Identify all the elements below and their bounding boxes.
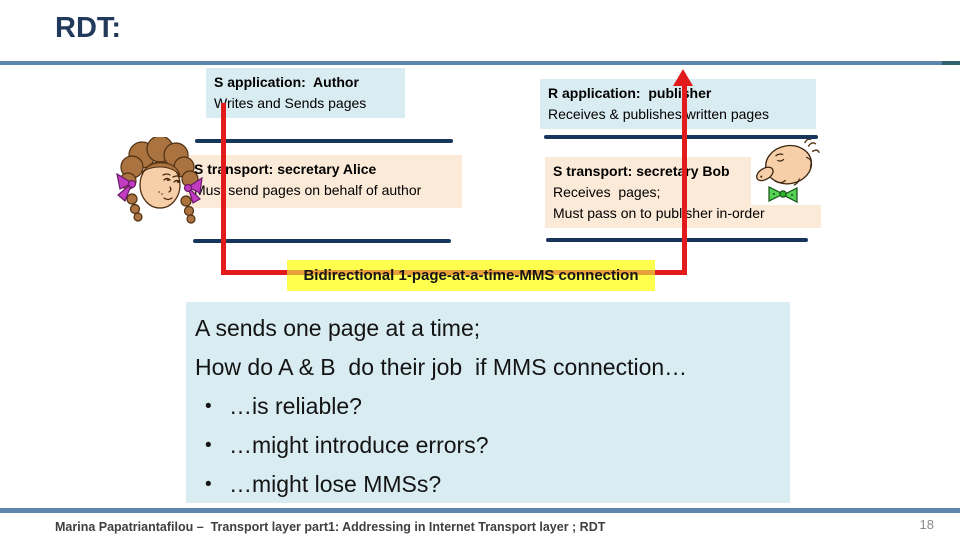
question-line-1: A sends one page at a time; [195, 315, 481, 341]
bob-clipart-icon [751, 138, 823, 205]
slide-title: RDT: [55, 12, 122, 44]
sender-transport-box: S transport: secretary Alice Must send p… [186, 155, 462, 208]
bottom-divider [0, 508, 960, 513]
receiver-transport-body1: Receives pages; [553, 184, 661, 200]
top-divider [0, 61, 960, 65]
page-number: 18 [919, 517, 934, 532]
sender-application-title: S application: Author [214, 74, 359, 90]
receiver-lower-layer-line [546, 238, 808, 242]
question-box: A sends one page at a time; How do A & B… [186, 302, 790, 503]
sender-application-box: S application: Author Writes and Sends p… [206, 68, 405, 118]
sender-application-body: Writes and Sends pages [214, 95, 367, 111]
bullet-icon: • [205, 435, 212, 456]
up-arrowhead-icon [673, 69, 693, 86]
bullet-icon: • [205, 396, 212, 417]
connection-line-through-label [287, 270, 655, 275]
woman-secretary-drawing [116, 135, 203, 224]
sender-lower-layer-line [193, 239, 451, 243]
receiver-transport-body2: Must pass on to publisher in-order [553, 205, 765, 221]
sender-upper-layer-line [195, 139, 453, 143]
connection-label-text: Bidirectional 1-page-at-a-time-MMS conne… [303, 267, 639, 284]
receiver-upper-layer-line [544, 135, 818, 139]
receiver-application-title: R application: publisher [548, 85, 712, 101]
question-bullet-2: • …might introduce errors? [195, 426, 780, 465]
receiver-application-box: R application: publisher Receives & publ… [540, 79, 816, 129]
alice-clipart-icon [112, 135, 206, 225]
receiver-application-body: Receives & publishes written pages [548, 106, 770, 122]
man-secretary-drawing [756, 138, 820, 203]
question-line-2: How do A & B do their job if MMS connect… [195, 354, 688, 380]
question-bullet-2-text: …might introduce errors? [229, 432, 489, 458]
connection-label: Bidirectional 1-page-at-a-time-MMS conne… [287, 260, 655, 291]
question-bullet-3-text: …might lose MMSs? [229, 471, 442, 497]
receiver-deliver-line [682, 85, 687, 275]
question-bullet-1-text: …is reliable? [229, 393, 362, 419]
footer-credit: Marina Papatriantafilou – Transport laye… [55, 520, 606, 534]
question-bullet-1: • …is reliable? [195, 387, 780, 426]
question-bullet-3: • …might lose MMSs? [195, 465, 780, 503]
sender-transport-body: Must send pages on behalf of author [194, 182, 422, 198]
bullet-icon: • [205, 474, 212, 495]
sender-transport-title: S transport: secretary Alice [194, 161, 377, 177]
sender-send-line [221, 103, 226, 275]
top-divider-end [942, 61, 960, 65]
